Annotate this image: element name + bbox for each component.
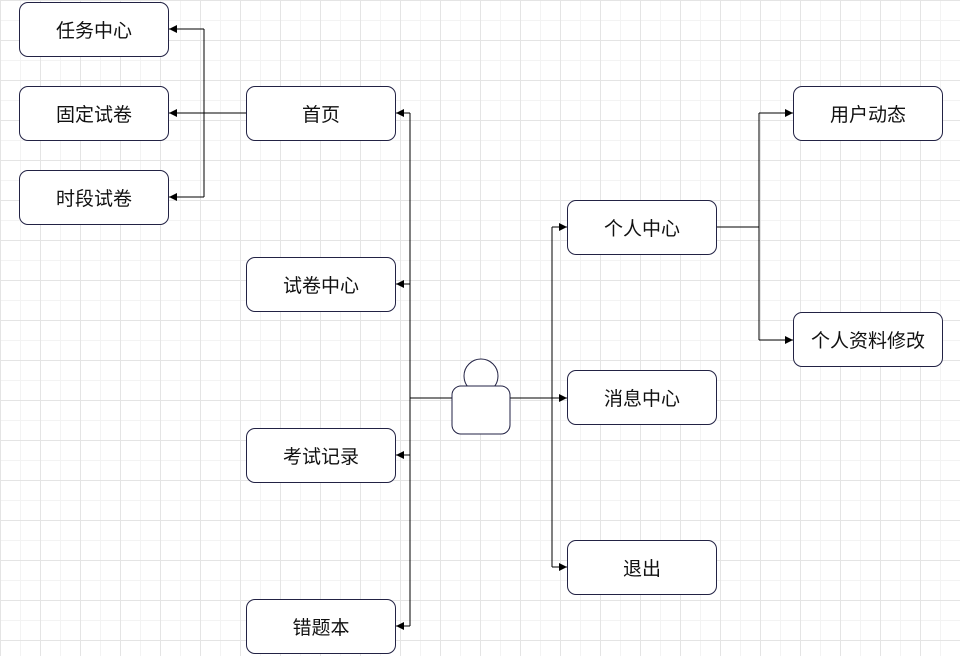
node-fixed-paper: 固定试卷	[19, 86, 169, 141]
node-home-label: 首页	[301, 104, 340, 126]
user-icon-body	[451, 385, 511, 435]
node-timed-paper: 时段试卷	[19, 170, 169, 225]
node-task-center: 任务中心	[19, 2, 169, 57]
node-timed-paper-label: 时段试卷	[55, 188, 132, 210]
node-user-activity-label: 用户动态	[829, 104, 906, 126]
node-paper-center-label: 试卷中心	[282, 275, 359, 297]
node-user-activity: 用户动态	[793, 86, 943, 141]
node-wrong-book-label: 错题本	[292, 617, 350, 639]
node-personal-center: 个人中心	[567, 200, 717, 255]
node-home: 首页	[246, 86, 396, 141]
node-profile-edit-label: 个人资料修改	[810, 330, 925, 352]
node-fixed-paper-label: 固定试卷	[55, 104, 132, 126]
node-logout: 退出	[567, 540, 717, 595]
node-exam-records: 考试记录	[246, 428, 396, 483]
node-task-center-label: 任务中心	[55, 20, 132, 42]
node-paper-center: 试卷中心	[246, 257, 396, 312]
node-message-center: 消息中心	[567, 370, 717, 425]
edge-user-to-main-nav	[409, 113, 452, 399]
node-personal-center-label: 个人中心	[603, 218, 680, 240]
user-icon	[451, 358, 511, 435]
node-profile-edit: 个人资料修改	[793, 312, 943, 367]
node-logout-label: 退出	[622, 558, 661, 580]
node-wrong-book: 错题本	[246, 599, 396, 654]
node-message-center-label: 消息中心	[603, 388, 680, 410]
node-exam-records-label: 考试记录	[282, 446, 359, 468]
